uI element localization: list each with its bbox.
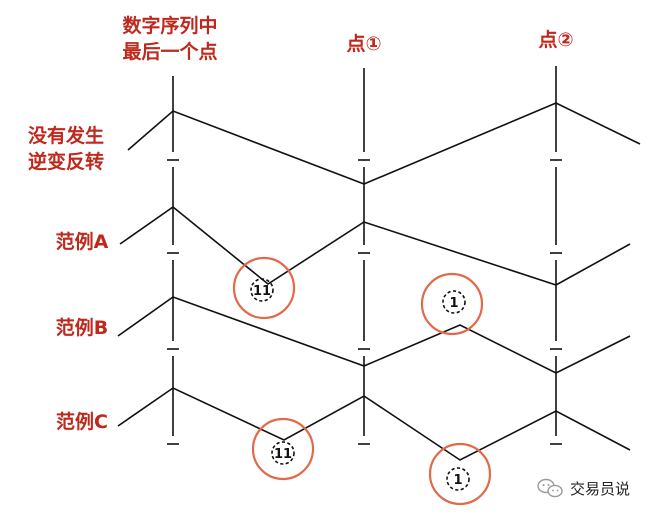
price-line-no-reversal: [127, 102, 641, 185]
row-label-no-reversal-line2: 逆变反转: [28, 150, 104, 173]
header-last-point-line1: 数字序列中: [122, 14, 217, 37]
row-label-a: 范例A: [56, 230, 109, 253]
price-line-example-a: [119, 205, 631, 286]
price-line-example-b: [117, 296, 631, 374]
marker-a-low: 11: [232, 256, 296, 320]
watermark: 交易员说: [537, 478, 630, 498]
row-label-b: 范例B: [56, 316, 108, 339]
header-point-1: 点①: [346, 33, 381, 55]
header-point-2: 点②: [538, 29, 573, 51]
wechat-icon: [537, 478, 563, 498]
marker-a-low-glyph: 11: [253, 284, 271, 299]
vertical-guide-point-1: [358, 68, 370, 445]
marker-c-low: 11: [251, 417, 315, 481]
vertical-guide-last-point: [167, 76, 179, 445]
marker-b-high: 1: [420, 272, 484, 336]
marker-c-low-glyph: 11: [274, 447, 292, 462]
header-last-point-line2: 最后一个点: [122, 41, 217, 63]
marker-c-low-2-glyph: 1: [453, 473, 462, 488]
marker-b-high-glyph: 1: [449, 296, 458, 311]
row-label-c: 范例C: [56, 410, 108, 433]
price-line-example-c: [117, 387, 631, 461]
row-label-no-reversal-line1: 没有发生: [28, 124, 104, 147]
vertical-guide-point-2: [550, 66, 562, 445]
watermark-text: 交易员说: [570, 480, 630, 498]
marker-c-low-2: 1: [428, 442, 492, 506]
